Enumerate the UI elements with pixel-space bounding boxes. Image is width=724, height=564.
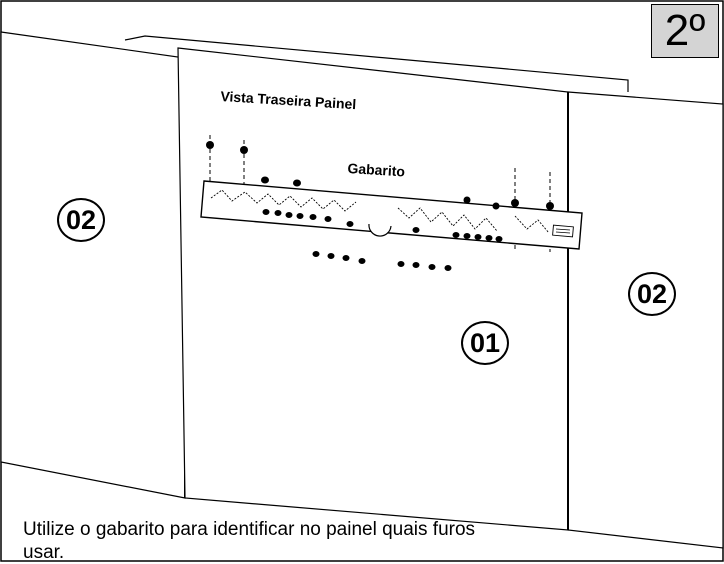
- template-zigzag-end: [514, 215, 550, 234]
- template-tag: [552, 224, 574, 238]
- callout-center-panel: 01: [461, 321, 509, 365]
- callout-left-side: 02: [57, 198, 105, 242]
- template-notch: [368, 223, 392, 237]
- template-zigzag-right: [397, 207, 498, 232]
- center-panel: [177, 47, 569, 531]
- template-label: Gabarito: [347, 160, 406, 180]
- right-side-panel: [567, 91, 724, 549]
- step-badge: 2º: [651, 4, 719, 58]
- template-zigzag-left: [210, 189, 357, 212]
- instruction-caption: Utilize o gabarito para identificar no p…: [23, 519, 476, 563]
- panel-top-rim: [124, 35, 629, 92]
- template-strip: [200, 180, 583, 250]
- drill-hole-dots: [206, 141, 554, 271]
- left-side-panel: [0, 31, 186, 499]
- callout-right-side: 02: [628, 272, 676, 316]
